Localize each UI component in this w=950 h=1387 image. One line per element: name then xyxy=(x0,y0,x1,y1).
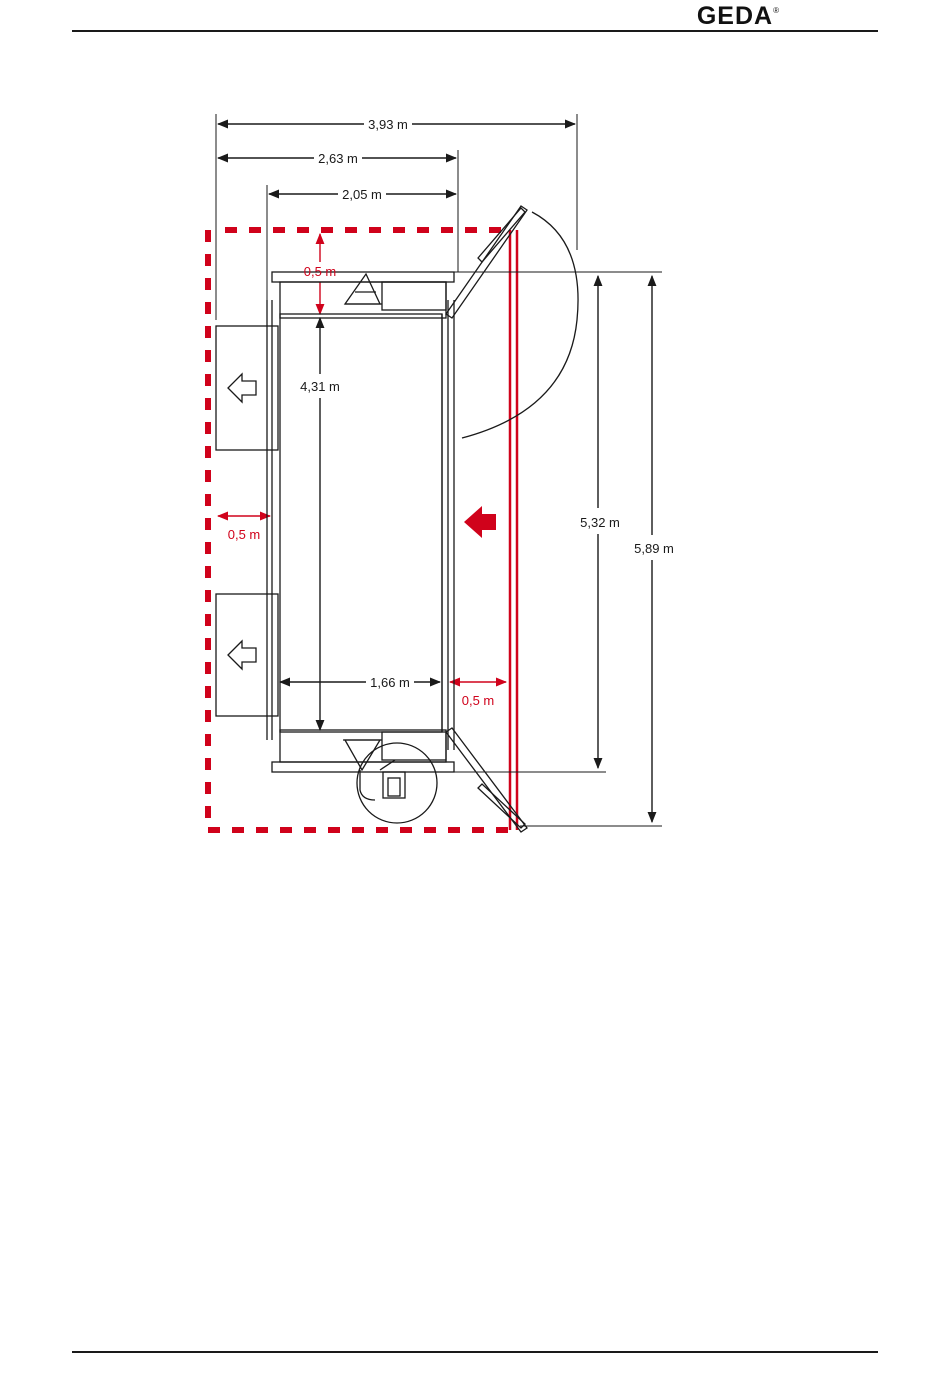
extension-lines xyxy=(216,114,662,826)
dim-width-to-rail: 2,63 m xyxy=(318,151,358,166)
dim-total-width: 3,93 m xyxy=(368,117,408,132)
dim-clearance-top: 0,5 m xyxy=(304,264,337,279)
platform xyxy=(267,272,454,772)
entry-direction-arrow xyxy=(464,506,496,538)
scissor-bracket-top xyxy=(345,274,382,304)
clearance-dimension-lines xyxy=(218,234,506,682)
gate-top xyxy=(446,206,578,438)
dim-clearance-right: 0,5 m xyxy=(462,693,495,708)
footer-rule xyxy=(72,1351,878,1353)
safety-rail xyxy=(510,230,517,830)
side-extension-lower xyxy=(216,594,278,716)
dim-platform-length: 4,31 m xyxy=(300,379,340,394)
dim-platform-width: 1,66 m xyxy=(370,675,410,690)
scissor-bracket-bottom xyxy=(343,740,437,823)
dim-inner-width: 2,05 m xyxy=(342,187,382,202)
dim-length-inner: 5,32 m xyxy=(580,515,620,530)
dim-clearance-left: 0,5 m xyxy=(228,527,261,542)
dim-length-total: 5,89 m xyxy=(634,541,674,556)
gate-bottom xyxy=(446,728,527,832)
side-extension-upper xyxy=(216,326,278,450)
